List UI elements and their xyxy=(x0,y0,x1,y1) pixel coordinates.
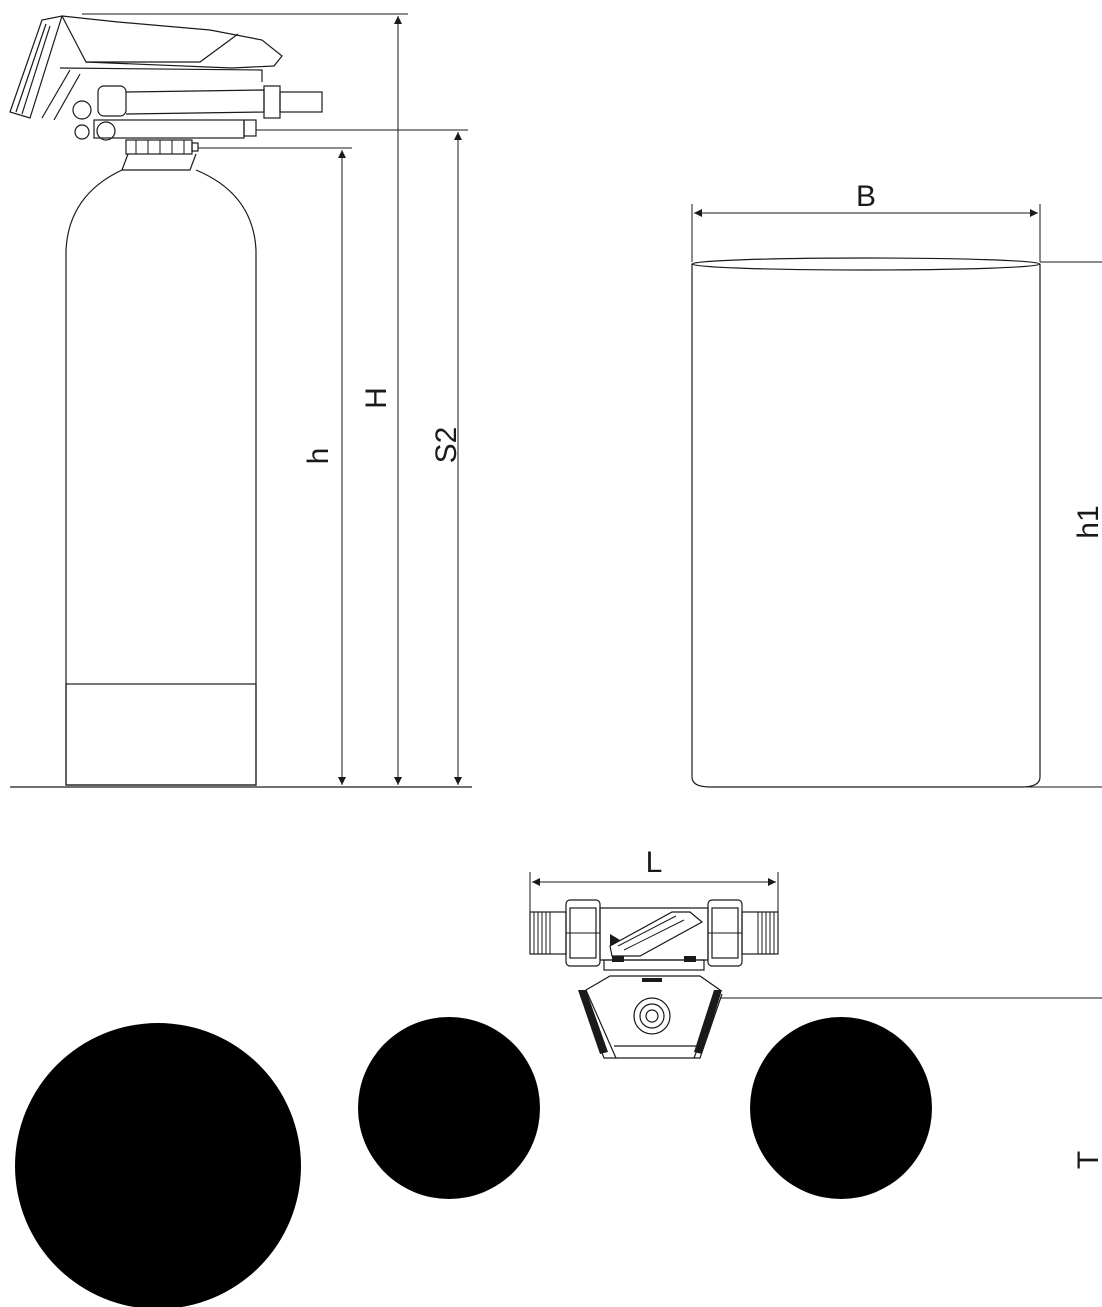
dimension-S2: S2 xyxy=(256,129,468,785)
label-L: L xyxy=(646,846,663,879)
bypass-valve-assembly: L xyxy=(529,846,1102,1059)
dimension-H: H xyxy=(82,13,408,785)
label-h1: h1 xyxy=(1072,505,1102,538)
label-B: B xyxy=(856,180,876,213)
vessel-body xyxy=(65,169,257,786)
label-H: H xyxy=(360,387,393,409)
label-h: h xyxy=(302,448,335,465)
tank-body xyxy=(691,264,1041,788)
vessel-base xyxy=(65,683,257,786)
label-S2: S2 xyxy=(430,427,463,464)
label-T: T xyxy=(1072,1151,1102,1169)
black-circle-left xyxy=(358,1017,540,1199)
control-valve-head xyxy=(9,15,323,171)
filter-vessel xyxy=(9,15,472,788)
black-circle-right xyxy=(750,1017,932,1199)
black-circle-large xyxy=(15,1023,301,1307)
brine-tank: B h1 xyxy=(691,180,1102,788)
dimension-h: h xyxy=(198,147,352,785)
